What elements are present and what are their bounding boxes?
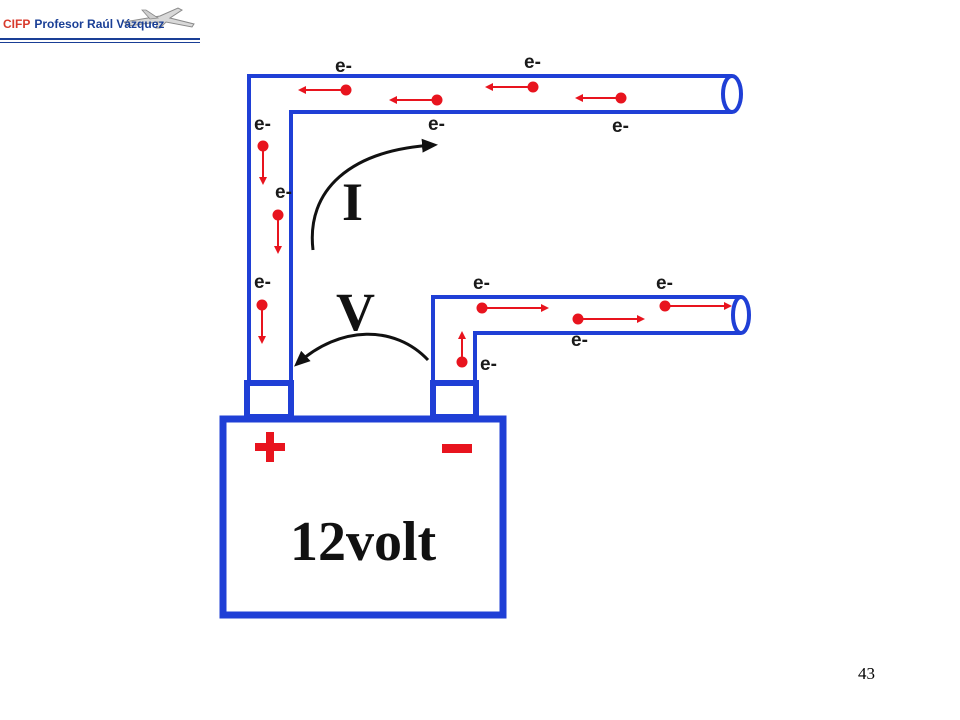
electron — [485, 81, 539, 93]
brand-name: Profesor Raúl Vázquez — [34, 17, 165, 31]
electron — [659, 300, 732, 312]
electron-label: e- — [335, 56, 352, 77]
electron-label: e- — [428, 114, 445, 135]
wire-end-lower — [731, 295, 751, 335]
electrons-lower — [456, 300, 732, 368]
wire-end-upper — [721, 74, 743, 114]
voltage-arrow — [294, 332, 430, 367]
electrons-vertical — [256, 140, 284, 344]
negative-wire — [431, 295, 751, 388]
airplane-icon — [122, 7, 195, 29]
electron-label: e- — [254, 114, 271, 135]
negative-terminal — [430, 380, 479, 420]
electron-label: e- — [480, 354, 497, 375]
electron — [572, 313, 645, 325]
positive-terminal — [244, 380, 294, 420]
voltage-label: V — [336, 282, 375, 342]
electron-label: e- — [275, 182, 292, 203]
electron-labels: e- e- e- e- e- e- e- e- e- e- e- — [254, 52, 673, 375]
electron-label: e- — [254, 272, 271, 293]
brand-prefix: CIFP — [3, 17, 31, 31]
electron-label: e- — [524, 52, 541, 73]
positive-symbol — [255, 432, 285, 462]
page-number: 43 — [858, 664, 875, 683]
electron-label: e- — [612, 116, 629, 137]
battery-label: 12volt — [290, 511, 437, 573]
header-divider-thin — [0, 42, 200, 43]
electron — [298, 84, 352, 96]
electron — [456, 331, 468, 368]
electrons-upper — [298, 81, 627, 106]
electron — [389, 94, 443, 106]
electron-label: e- — [656, 273, 673, 294]
current-label: I — [342, 172, 363, 232]
electron — [257, 140, 269, 185]
electron — [476, 302, 549, 314]
negative-symbol — [442, 444, 472, 453]
current-arrow — [310, 138, 438, 251]
electron — [272, 209, 284, 254]
electron-label: e- — [571, 330, 588, 351]
positive-wire — [247, 74, 743, 390]
header-divider — [0, 38, 200, 40]
electron-label: e- — [473, 273, 490, 294]
electron — [575, 92, 627, 104]
electron — [256, 299, 268, 344]
